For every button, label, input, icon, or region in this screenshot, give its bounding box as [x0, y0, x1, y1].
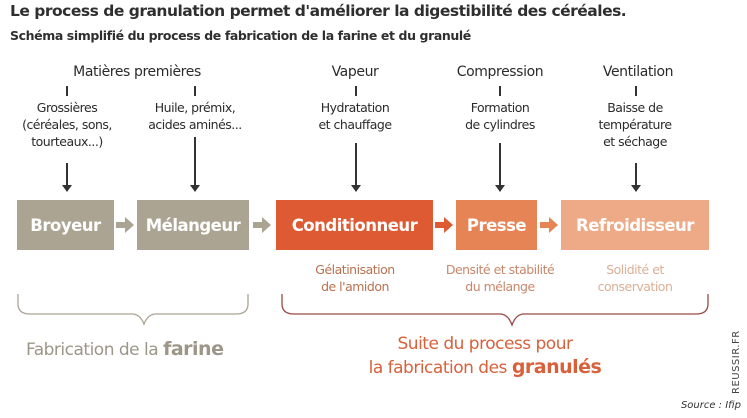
input-heading-compression: Compression — [456, 64, 544, 80]
arrow-down-broyeur — [66, 163, 68, 185]
right-arrow-icon — [253, 217, 271, 233]
step-presse: Presse — [456, 200, 537, 250]
input-heading-matieres-premieres: Matières premières — [73, 64, 201, 80]
tick-line — [66, 86, 68, 96]
result-gelatinisation: Gélatinisation de l'amidon — [315, 262, 395, 294]
arrow-head-icon — [62, 185, 72, 192]
result-densite: Densité et stabilité du mélange — [445, 262, 555, 294]
arrow-head-icon — [495, 185, 505, 192]
right-arrow-icon — [435, 217, 453, 233]
input-desc-huile: Huile, prémix, acides aminés... — [148, 100, 242, 132]
diagram-title: Le process de granulation permet d'améli… — [10, 2, 627, 20]
input-heading-ventilation: Ventilation — [602, 64, 674, 80]
tick-line — [635, 86, 637, 96]
diagram-subtitle: Schéma simplifié du process de fabricati… — [10, 28, 471, 43]
step-melangeur: Mélangeur — [137, 200, 249, 250]
brace-granules — [281, 294, 709, 327]
result-solidite: Solidité et conservation — [597, 262, 673, 294]
tick-line — [499, 86, 501, 96]
group-label-granules: Suite du process pour la fabrication des… — [368, 334, 602, 378]
source-note: Source : Ifip — [680, 400, 741, 411]
tick-line — [194, 86, 196, 96]
input-desc-vapeur: Hydratation et chauffage — [318, 100, 392, 132]
right-arrow-icon — [116, 217, 134, 233]
arrow-head-icon — [190, 185, 200, 192]
arrow-down-presse — [499, 143, 501, 185]
arrow-head-icon — [631, 185, 641, 192]
input-desc-compression: Formation de cylindres — [465, 100, 535, 132]
arrow-head-icon — [351, 185, 361, 192]
right-arrow-icon — [540, 217, 558, 233]
arrow-down-refroidisseur — [635, 163, 637, 185]
input-desc-ventilation: Baisse de température et séchage — [598, 100, 672, 149]
arrow-down-melangeur — [194, 137, 196, 185]
credit-reussir: REUSSIR.FR — [731, 330, 742, 394]
input-heading-vapeur: Vapeur — [331, 64, 379, 80]
input-desc-grossieres: Grossières (céréales, sons, tourteaux...… — [22, 100, 112, 149]
brace-farine — [17, 294, 249, 326]
step-refroidisseur: Refroidisseur — [561, 200, 709, 250]
step-broyeur: Broyeur — [17, 200, 114, 250]
step-conditionneur: Conditionneur — [276, 200, 433, 250]
arrow-down-conditionneur — [355, 143, 357, 185]
group-label-farine: Fabrication de la farine — [26, 338, 224, 360]
tick-line — [355, 86, 357, 96]
